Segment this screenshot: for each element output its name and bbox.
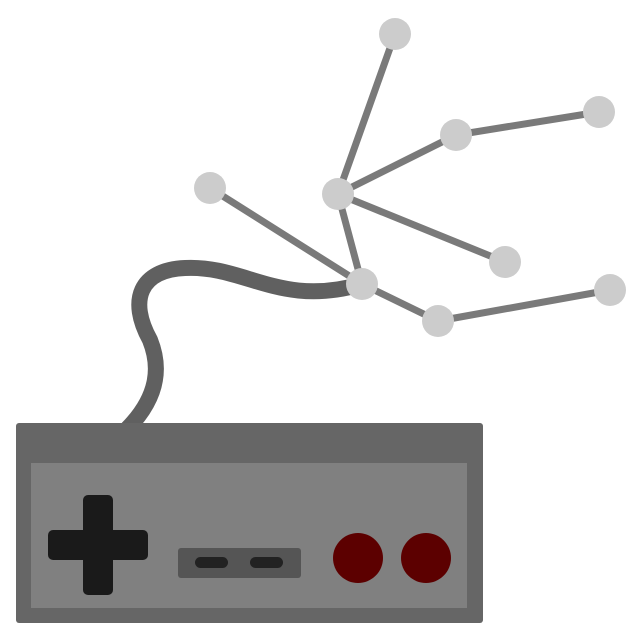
network-node [422, 305, 454, 337]
start-button-icon [250, 557, 283, 568]
network-edge [334, 30, 399, 198]
network-edge [206, 184, 366, 288]
center-panel [178, 548, 301, 578]
network-node [489, 246, 521, 278]
network-edge [334, 190, 509, 266]
dpad-horizontal [48, 530, 148, 560]
select-button-icon [195, 557, 228, 568]
button-b-icon [333, 533, 383, 583]
controller-cable [120, 259, 370, 436]
network-node [440, 119, 472, 151]
network-nodes [194, 18, 626, 337]
button-a-icon [401, 533, 451, 583]
network-edge [334, 131, 460, 198]
network-node [379, 18, 411, 50]
gamepad-icon [16, 423, 483, 623]
network-node [583, 96, 615, 128]
network-edge [452, 108, 603, 139]
dpad-icon [48, 495, 148, 595]
network-node [346, 268, 378, 300]
network-node [322, 178, 354, 210]
network-node [594, 274, 626, 306]
network-node [194, 172, 226, 204]
network-edge [434, 286, 614, 325]
